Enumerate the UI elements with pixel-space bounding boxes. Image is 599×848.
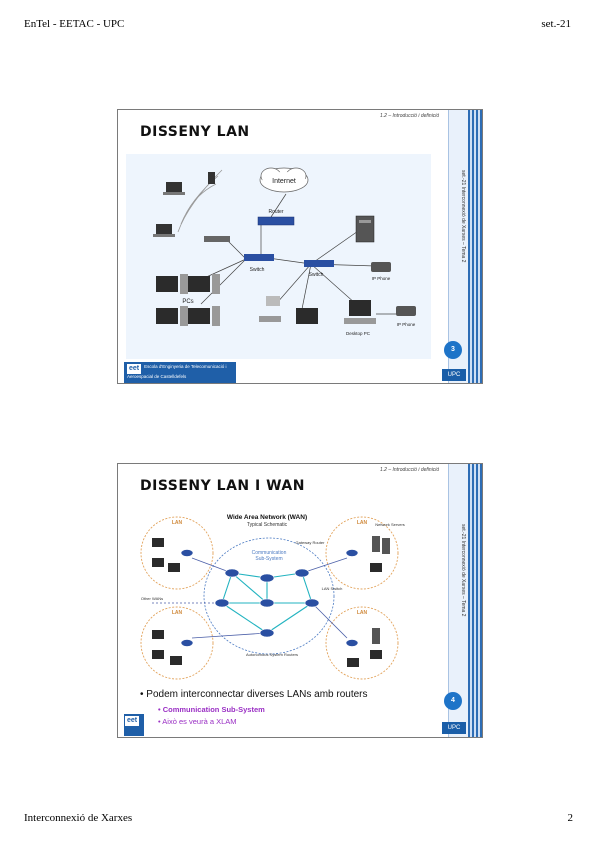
svg-text:Internet: Internet	[272, 178, 296, 185]
slide-vertical-text: set.-21 Interconnexió de Xarxes – Tema 2	[460, 524, 466, 617]
slide-section-label: 1.2 – Introducció i definició	[380, 467, 440, 473]
router-icon: Router	[257, 209, 295, 226]
svg-text:Switch: Switch	[309, 272, 324, 278]
slide-disseny-lan-wan: 1.2 – Introducció i definició DISSENY LA…	[117, 463, 483, 738]
server-icon	[355, 215, 375, 243]
wan-diagram: Wide Area Network (WAN) Typical Schemati…	[132, 508, 432, 686]
svg-text:Switch: Switch	[250, 267, 265, 273]
laptop-icon	[153, 172, 215, 237]
slide-title: DISSENY LAN I WAN	[140, 478, 305, 494]
svg-text:Other WANs: Other WANs	[141, 596, 163, 601]
sub-bullet: • Communication Sub-System	[158, 705, 265, 714]
svg-text:IP Phone: IP Phone	[372, 276, 391, 281]
internet-cloud-icon: Internet	[259, 167, 309, 193]
eetac-logo: eet	[124, 714, 144, 736]
svg-text:Autonomous System Routers: Autonomous System Routers	[246, 652, 298, 657]
svg-text:Network Servers: Network Servers	[375, 522, 405, 527]
slide-disseny-lan: 1.2 – Introducció i definició DISSENY LA…	[117, 109, 483, 384]
ip-phone-icon: IP Phone	[396, 306, 416, 327]
ip-phone-icon: IP Phone	[371, 262, 391, 281]
slide-page-number: 3	[444, 341, 462, 359]
slide-vertical-text: set.-21 Interconnexió de Xarxes – Tema 2	[460, 170, 466, 263]
slide-section-label: 1.2 – Introducció i definició	[380, 113, 440, 119]
svg-text:LAN: LAN	[172, 610, 183, 616]
svg-text:Typical Schematic: Typical Schematic	[247, 522, 288, 528]
eetac-logo-tag: eet	[125, 716, 140, 726]
svg-text:LAN: LAN	[357, 610, 368, 616]
bullet-point: • Podem interconnectar diverses LANs amb…	[140, 689, 368, 700]
school-text: Escola d'Enginyeria de Telecomunicació i…	[127, 364, 227, 379]
sub-bullet: • Això es veurà a XLAM	[158, 717, 237, 726]
upc-logo: UPC	[442, 722, 466, 734]
svg-text:Sub-System: Sub-System	[255, 556, 282, 562]
switch-icon: Switch	[244, 254, 274, 273]
sub-bullet-text: Communication Sub-System	[162, 705, 265, 714]
eetac-logo-tag: eet	[127, 364, 142, 374]
svg-text:PCs: PCs	[182, 299, 193, 305]
svg-text:LAN Switch: LAN Switch	[322, 586, 343, 591]
bullet-text: Podem interconnectar diverses LANs amb r…	[146, 689, 368, 700]
page-footer-right: 2	[567, 812, 574, 824]
sub-bullet-text: Això es veurà a XLAM	[162, 717, 237, 726]
page-footer-left: Interconnexió de Xarxes	[24, 812, 133, 824]
svg-text:Gateway Router: Gateway Router	[296, 540, 326, 545]
svg-text:Router: Router	[268, 209, 283, 215]
svg-text:Desktop PC: Desktop PC	[346, 331, 371, 336]
desktop-pc-icon	[156, 274, 376, 326]
svg-text:Communication: Communication	[252, 550, 287, 556]
slide-side-stripes	[468, 464, 482, 737]
svg-text:Wide Area Network (WAN): Wide Area Network (WAN)	[227, 514, 307, 521]
svg-text:LAN: LAN	[172, 520, 183, 526]
svg-text:LAN: LAN	[357, 520, 368, 526]
page-header-right: set.-21	[541, 18, 571, 30]
svg-text:IP Phone: IP Phone	[397, 322, 416, 327]
router-icon	[180, 549, 359, 647]
lan-diagram: Internet Router Switch Switch	[126, 154, 431, 359]
switch-icon: Switch	[304, 260, 334, 278]
slide-side-stripes	[468, 110, 482, 383]
slide-title: DISSENY LAN	[140, 124, 250, 140]
hub-icon	[204, 236, 230, 242]
page-header-left: EnTel - EETAC - UPC	[24, 18, 125, 30]
slide-page-number: 4	[444, 692, 462, 710]
upc-logo: UPC	[442, 369, 466, 381]
